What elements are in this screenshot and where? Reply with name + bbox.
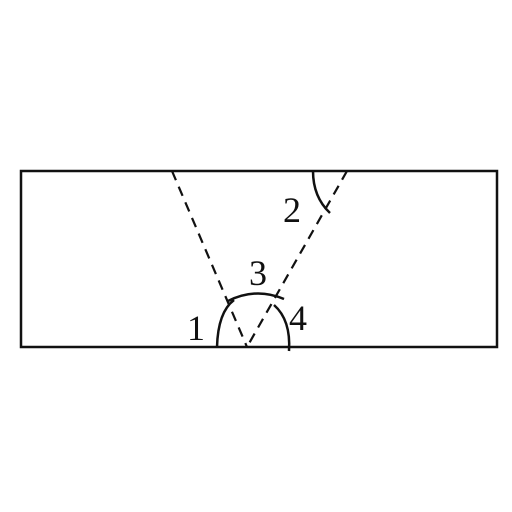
dashed-line-left xyxy=(170,170,249,348)
angle-2-arc xyxy=(311,170,331,214)
angle-1-arc xyxy=(215,299,235,348)
angle-4-label: 4 xyxy=(289,298,307,338)
angle-2-label: 2 xyxy=(283,190,301,230)
strip-rectangle xyxy=(19,169,499,349)
angle-3-label: 3 xyxy=(249,253,267,293)
angle-4-arc xyxy=(273,304,291,352)
angle-1-label: 1 xyxy=(187,308,205,348)
angle-3-arc xyxy=(227,292,285,303)
